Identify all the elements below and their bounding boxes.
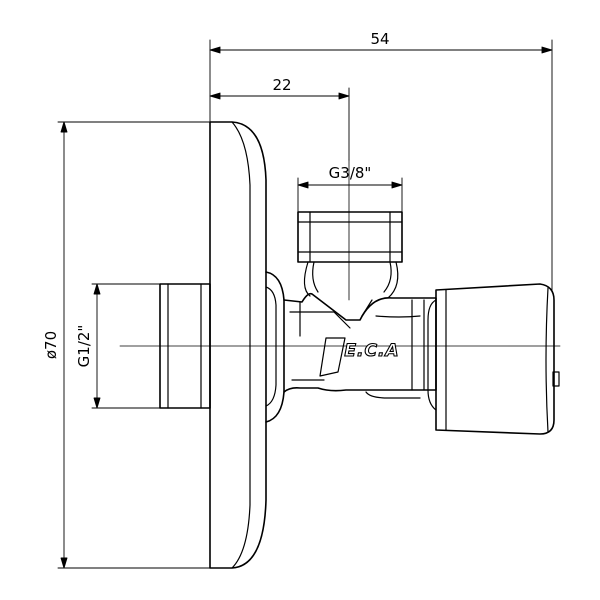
dimension-rosette-diameter [57,121,213,569]
dimension-inlet-thread [91,283,163,409]
dimension-outlet-thread [297,177,403,213]
handle-knob [427,283,560,435]
centre-lines [119,159,561,347]
label-rosette-diameter: ø70 [42,331,60,359]
label-inlet-thread: G1/2" [75,325,93,368]
brand-logo-eca: E.C.A [344,341,399,361]
rosette-flange [209,121,267,569]
dimension-axis-offset [209,87,350,161]
dimension-overall-length [209,39,553,291]
label-overall-length: 54 [370,30,389,48]
outlet-nut [297,211,403,299]
label-outlet-thread: G3/8" [329,164,372,182]
valve-body [265,271,437,423]
label-axis-offset: 22 [272,76,291,94]
